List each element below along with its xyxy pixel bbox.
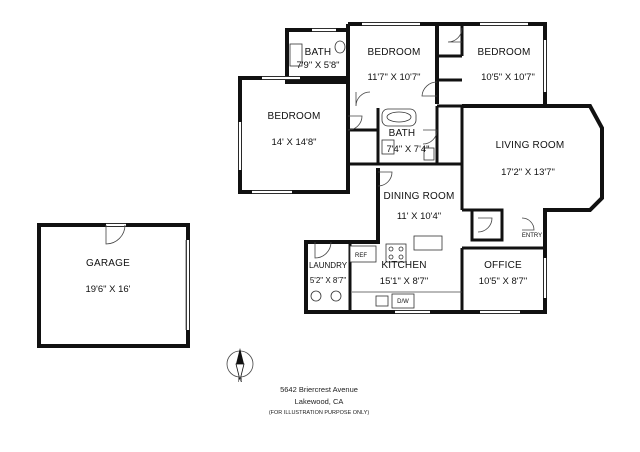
- ref-label: REF: [355, 253, 367, 259]
- bath-upper-dims: 7'9" X 5'8": [296, 60, 339, 71]
- address-city: Lakewood, CA: [295, 397, 344, 406]
- washer: [310, 290, 322, 302]
- laundry-name: LAUNDRY: [309, 261, 348, 270]
- sink-upper: [334, 40, 346, 54]
- door-swings: [314, 27, 535, 259]
- bedroom-mid-dims: 11'7" X 10'7": [368, 72, 421, 83]
- dryer: [330, 290, 342, 302]
- garage-name: GARAGE: [86, 258, 130, 269]
- office-name: OFFICE: [484, 260, 522, 271]
- house-walls: [238, 22, 604, 314]
- entry-label: ENTRY: [522, 233, 542, 239]
- room-labels: BATH 7'9" X 5'8" BEDROOM 11'7" X 10'7" B…: [85, 47, 564, 305]
- office-dims: 10'5" X 8'7": [479, 276, 527, 287]
- living-room-name: LIVING ROOM: [496, 140, 565, 151]
- dw-label: D/W: [397, 299, 409, 305]
- fixtures: [289, 40, 462, 309]
- compass-needle-icon: [236, 348, 244, 364]
- bedroom-right-dims: 10'5" X 10'7": [481, 72, 535, 83]
- bedroom-mid-name: BEDROOM: [367, 47, 420, 58]
- garage-dims: 19'6" X 16': [85, 284, 130, 295]
- garage-door-swing: [105, 224, 126, 245]
- bedroom-left-name: BEDROOM: [267, 111, 320, 122]
- dining-room-name: DINING ROOM: [383, 191, 454, 202]
- dishwasher: [391, 293, 415, 309]
- toilet-upper: [289, 43, 303, 67]
- bedroom-right-name: BEDROOM: [477, 47, 530, 58]
- sink-center: [423, 147, 435, 161]
- bath-center-name: BATH: [389, 128, 416, 139]
- bath-upper-name: BATH: [305, 47, 332, 58]
- living-room-dims: 17'2" X 13'7": [501, 167, 555, 178]
- address-note: (FOR ILLUSTRATION PURPOSE ONLY): [269, 410, 370, 416]
- refrigerator: [349, 245, 377, 263]
- toilet-center: [381, 139, 395, 155]
- dining-room-dims: 11' X 10'4": [397, 211, 441, 222]
- bath-center-dims: 7'4" X 7'4": [386, 144, 429, 155]
- compass-north-label: N: [238, 378, 242, 384]
- kitchen-dims: 15'1" X 8'7": [380, 276, 428, 287]
- kitchen-island: [413, 235, 443, 251]
- garage: [37, 223, 190, 348]
- laundry-dims: 5'2" X 8'7": [310, 276, 346, 285]
- compass: N: [226, 348, 254, 384]
- kitchen-sink: [375, 295, 389, 307]
- kitchen-name: KITCHEN: [381, 260, 426, 271]
- address-block: 5642 Briercrest Avenue Lakewood, CA (FOR…: [269, 385, 370, 416]
- bedroom-left-dims: 14' X 14'8": [271, 137, 316, 148]
- windows: [238, 22, 600, 314]
- address-street: 5642 Briercrest Avenue: [280, 385, 358, 394]
